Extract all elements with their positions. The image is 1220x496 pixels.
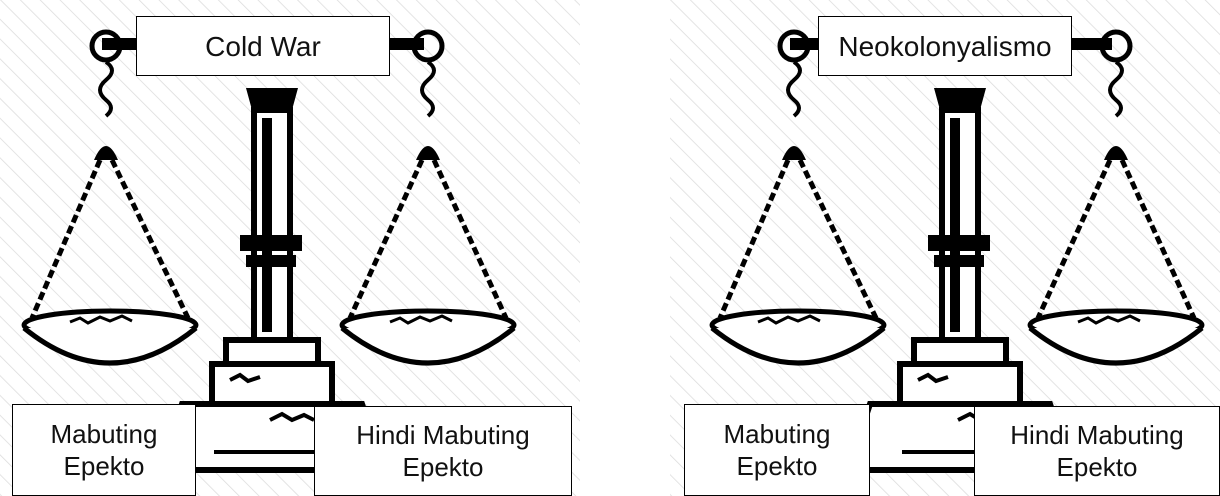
scale-title: Cold War — [205, 30, 321, 62]
right-pan-label: Hindi Mabuting Epekto — [314, 406, 572, 496]
left-pan-label-line1: Mabuting — [723, 418, 831, 449]
right-pan-label-line2: Epekto — [1056, 452, 1138, 482]
left-pan-label-line1: Mabuting — [50, 418, 158, 449]
left-pan-label: Mabuting Epekto — [684, 404, 870, 496]
balance-scale-right: Neokolonyalismo Mabuting Epekto Hindi Ma… — [670, 0, 1220, 496]
left-pan-label-line2: Epekto — [736, 451, 818, 481]
left-pan-label-line2: Epekto — [63, 451, 145, 481]
balance-scale-left: Cold War Mabuting Epekto Hindi Mabuting … — [0, 0, 580, 496]
left-pan-label: Mabuting Epekto — [12, 404, 196, 496]
scale-title: Neokolonyalismo — [838, 30, 1052, 62]
scale-title-box: Neokolonyalismo — [818, 16, 1072, 76]
right-pan-label-line2: Epekto — [402, 452, 484, 482]
scale-title-box: Cold War — [136, 16, 390, 76]
right-pan-label-line1: Hindi Mabuting — [356, 419, 530, 450]
right-pan-label-line1: Hindi Mabuting — [1010, 419, 1184, 450]
right-pan-label: Hindi Mabuting Epekto — [974, 406, 1220, 496]
